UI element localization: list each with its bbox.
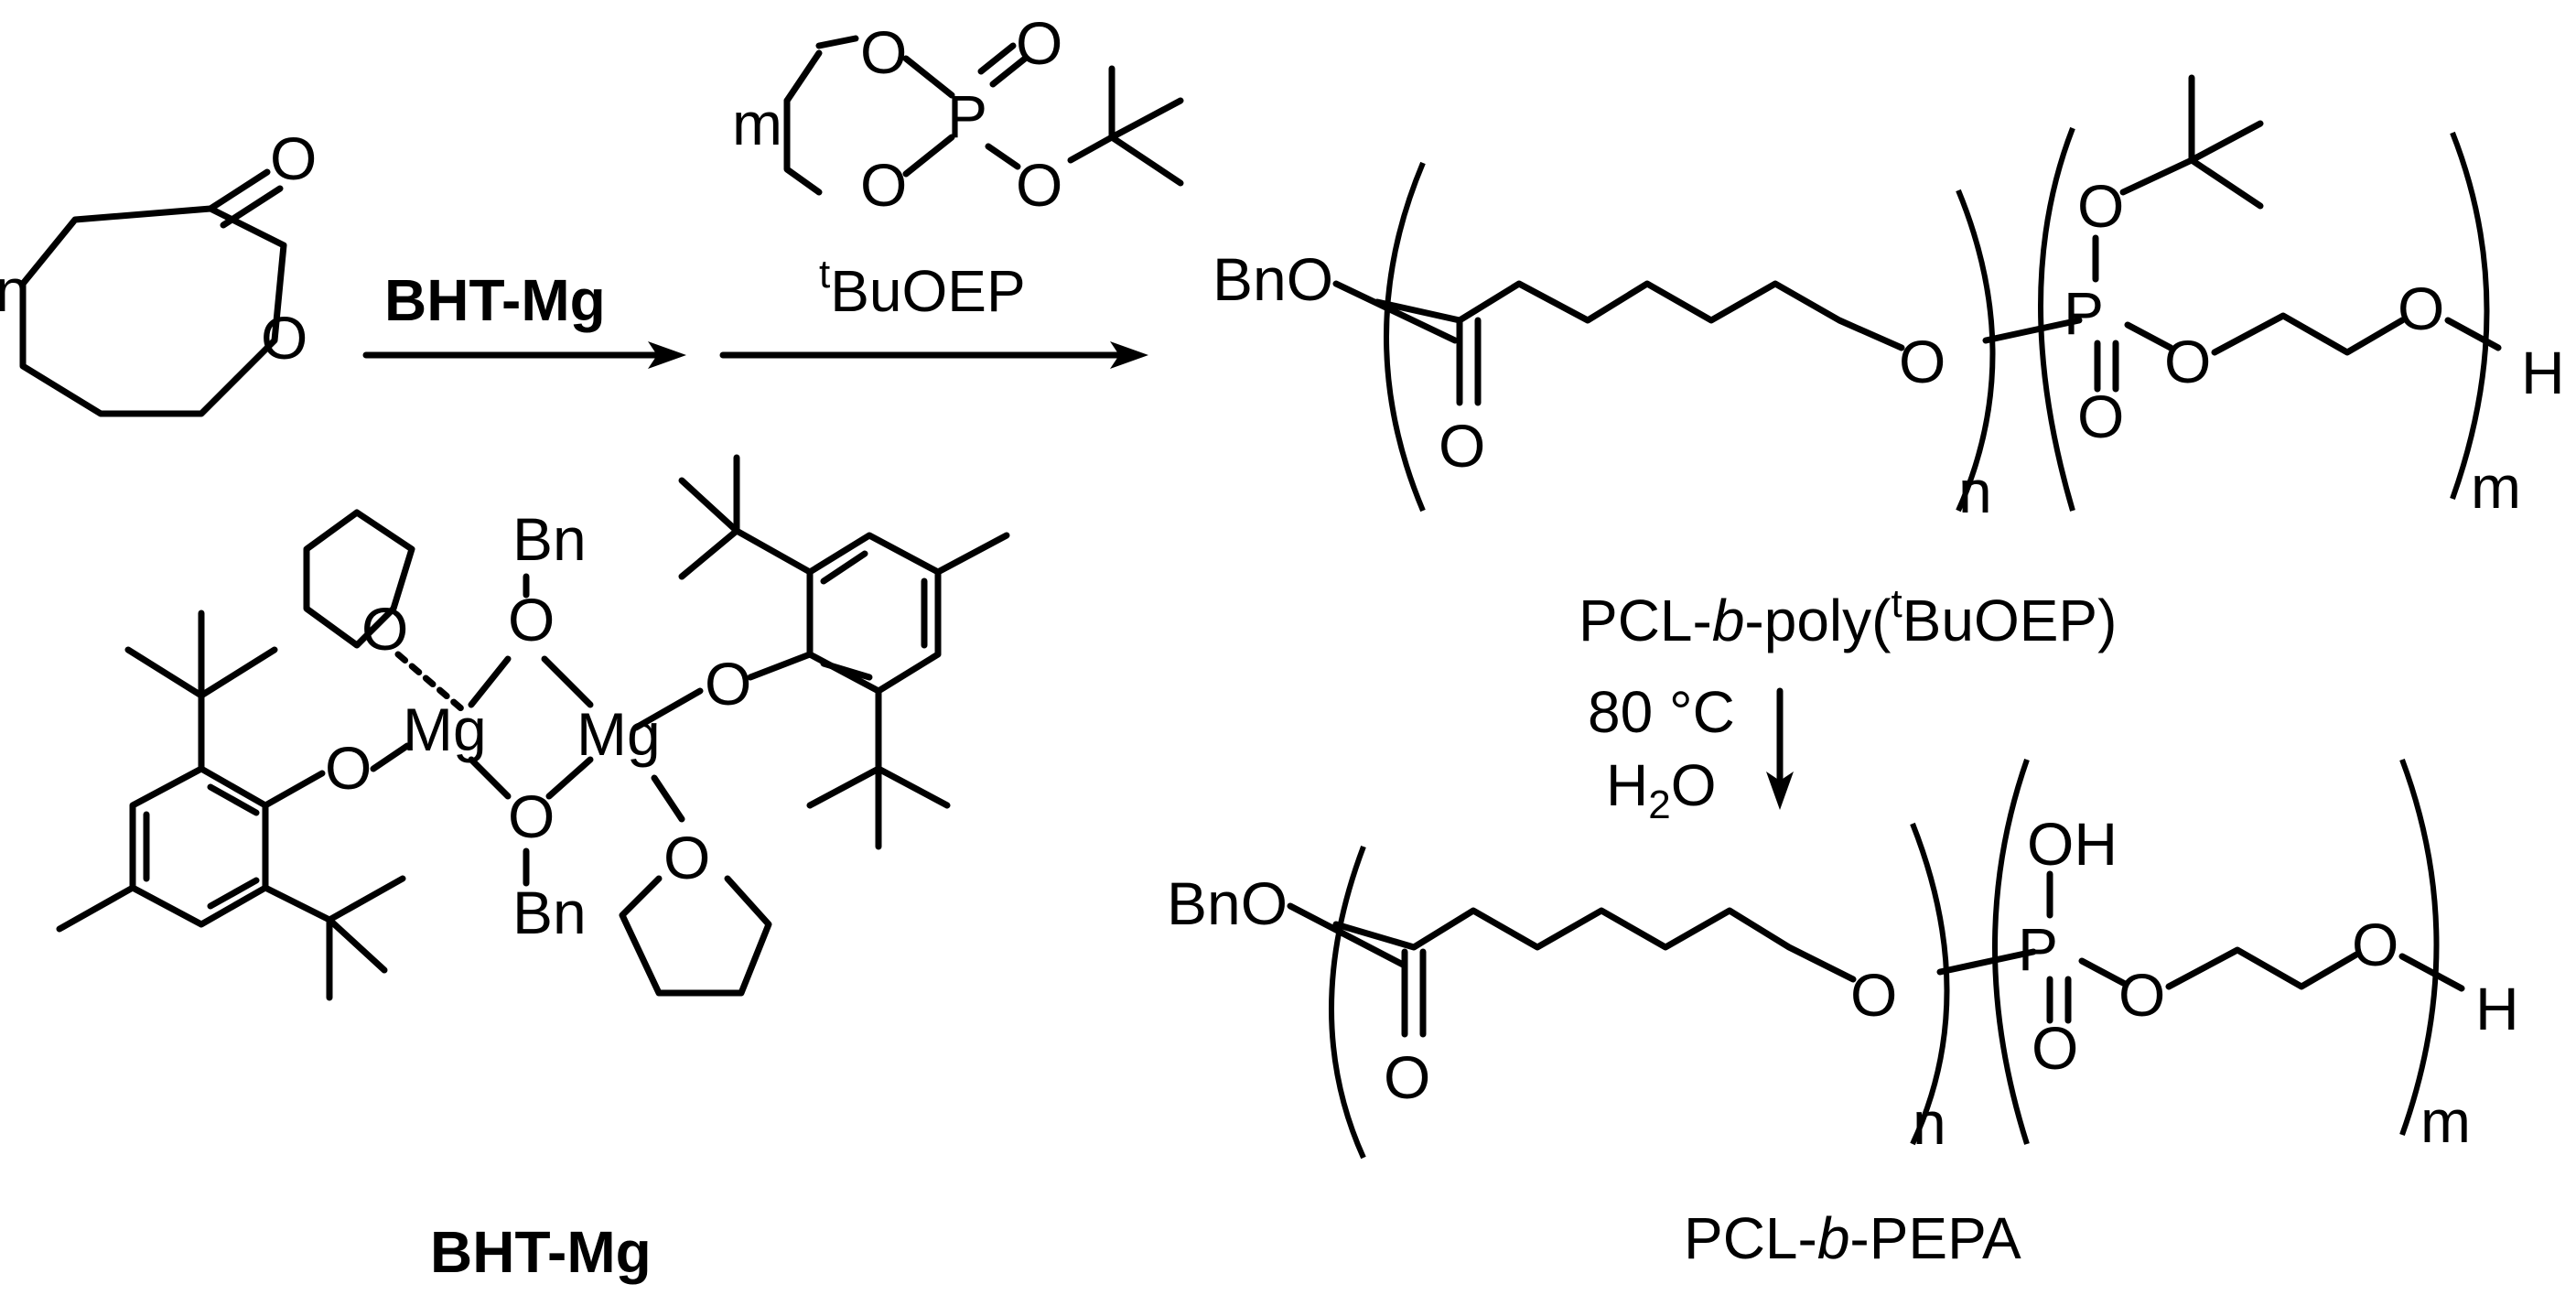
product1-end-hydrogen: H: [2521, 339, 2565, 406]
tbuoep-repeat-label: m: [732, 90, 782, 157]
product1-name-mid: -poly(: [1744, 588, 1891, 653]
caprolactone-ring-oxygen: O: [261, 304, 307, 372]
tbuoep-label-main: BuOEP: [830, 258, 1025, 324]
arrow2-water-H: H: [1606, 752, 1648, 818]
product2-phosphorus: P: [2018, 915, 2058, 983]
product2-p-right-oxygen: O: [2118, 961, 2165, 1029]
product1-structure: BnO O O n P O O O O H m PCL-b-poly(tBuOE…: [1213, 74, 2565, 653]
product2-name-prefix: PCL-: [1684, 1205, 1817, 1271]
reaction-arrow-1b: [719, 341, 1148, 369]
product2-ester-oxygen: O: [1850, 961, 1897, 1029]
tbuoep-structure: O O P O O m tBuOEP: [732, 9, 1184, 324]
tbuoep-label-superscript: t: [819, 252, 830, 297]
product2-name-end: -PEPA: [1849, 1205, 2021, 1271]
bht-right-phenoxide-oxygen: O: [705, 650, 751, 718]
bht-bn-top: Bn: [512, 505, 587, 573]
product1-carbonyl-oxygen: O: [1439, 412, 1485, 480]
product2-name: PCL-b-PEPA: [1684, 1205, 2021, 1271]
product2-carbonyl-oxygen: O: [1384, 1043, 1430, 1111]
product1-name-prefix: PCL-: [1579, 588, 1712, 653]
reaction-arrow-1: BHT-Mg: [362, 267, 686, 369]
reaction-arrow-2: 80 °C H2O: [1588, 679, 1794, 827]
arrow1-reagent-label: BHT-Mg: [384, 267, 606, 333]
tbuoep-ring-oxygen-bottom: O: [860, 151, 907, 219]
arrow2-water-O: O: [1671, 752, 1717, 818]
tbuoep-phosphoryl-oxygen: O: [1016, 9, 1062, 77]
product1-name-sup: t: [1891, 581, 1902, 626]
product2-start-group: BnO: [1167, 869, 1288, 937]
product1-name: PCL-b-poly(tBuOEP): [1579, 581, 2117, 653]
bht-thf-top-oxygen: O: [361, 595, 408, 663]
product1-chain-end-oxygen: O: [2398, 275, 2444, 342]
product1-p-upper-oxygen: O: [2077, 172, 2124, 240]
tbuoep-label: tBuOEP: [819, 252, 1026, 324]
product2-p-hydroxyl: OH: [2027, 810, 2118, 878]
tbuoep-phosphorus: P: [947, 82, 987, 150]
product1-name-block: b: [1712, 588, 1745, 653]
product1-phosphorus: P: [2064, 279, 2104, 347]
product2-subscript-m: m: [2420, 1087, 2471, 1155]
product1-p-lower-oxygen: O: [2077, 383, 2124, 450]
product2-subscript-n: n: [1913, 1089, 1946, 1157]
product1-ester-oxygen: O: [1899, 328, 1945, 395]
product2-end-hydrogen: H: [2475, 975, 2519, 1042]
product2-name-block: b: [1817, 1205, 1850, 1271]
arrow2-water-sub: 2: [1648, 782, 1670, 827]
product2-p-lower-oxygen: O: [2032, 1014, 2078, 1082]
arrow2-temperature: 80 °C: [1588, 679, 1735, 745]
bht-mg-structure: O Mg Mg O Bn O Bn O O O: [56, 454, 1010, 1285]
product1-subscript-m: m: [2471, 453, 2521, 521]
bht-bridge-oxygen-bottom: O: [508, 782, 555, 850]
product2-structure: BnO O O n P OH O O O H m PCL-b-PEPA: [1167, 758, 2519, 1271]
bht-left-phenoxide-oxygen: O: [325, 734, 372, 802]
product1-subscript-n: n: [1958, 458, 1992, 525]
bht-mg-label: BHT-Mg: [430, 1219, 652, 1285]
bht-thf-bottom-oxygen: O: [663, 824, 710, 891]
tbuoep-ring-oxygen-top: O: [860, 18, 907, 86]
tbuoep-tbu-oxygen: O: [1016, 151, 1062, 219]
bht-bn-bottom: Bn: [512, 879, 587, 946]
product1-p-right-oxygen: O: [2164, 328, 2211, 395]
product1-start-group: BnO: [1213, 245, 1333, 313]
caprolactone-structure: O O n: [0, 124, 317, 417]
bht-bridge-oxygen-top: O: [508, 586, 555, 653]
arrow2-water: H2O: [1606, 752, 1716, 827]
product2-chain-end-oxygen: O: [2352, 911, 2398, 978]
caprolactone-repeat-label: n: [0, 256, 29, 324]
caprolactone-carbonyl-oxygen: O: [270, 124, 317, 192]
product1-name-end: BuOEP): [1902, 588, 2118, 653]
